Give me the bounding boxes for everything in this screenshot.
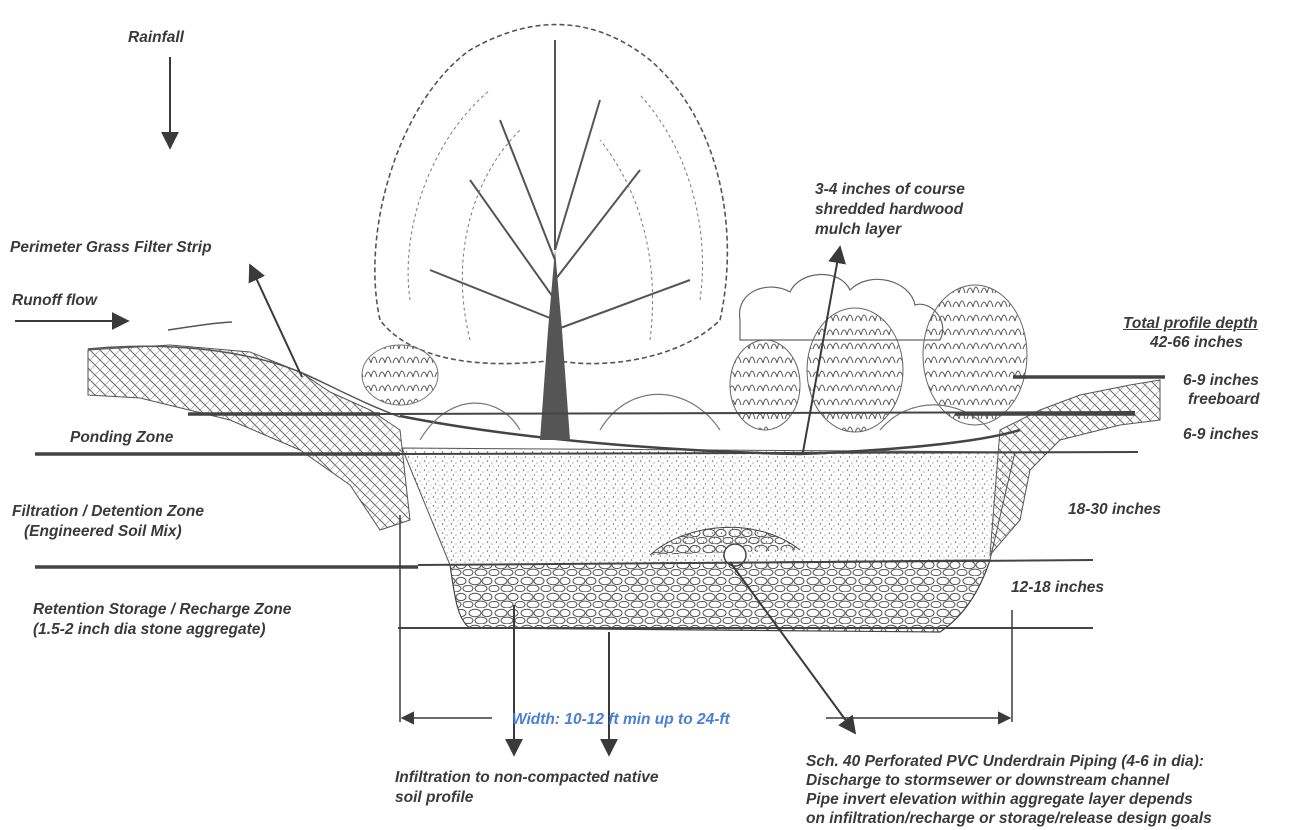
underdrain-label-line4: on infiltration/recharge or storage/rele…	[806, 809, 1212, 828]
underdrain-label-line2: Discharge to stormsewer or downstream ch…	[806, 771, 1170, 790]
filtration-zone-sublabel: (Engineered Soil Mix)	[24, 522, 182, 541]
ponding-depth: 6-9 inches	[1183, 425, 1259, 444]
arrows	[15, 57, 855, 755]
plants-left	[362, 345, 438, 405]
filtration-zone-label: Filtration / Detention Zone	[12, 502, 204, 521]
total-depth-title: Total profile depth	[1123, 314, 1258, 333]
underdrain-label-line3: Pipe invert elevation within aggregate l…	[806, 790, 1193, 809]
mulch-label-line3: mulch layer	[815, 220, 901, 239]
runoff-label: Runoff flow	[12, 291, 97, 310]
mulch-label-line2: shredded hardwood	[815, 200, 963, 219]
mulch-label-line1: 3-4 inches of course	[815, 180, 965, 199]
total-depth-value: 42-66 inches	[1150, 333, 1243, 352]
freeboard-label: freeboard	[1188, 390, 1260, 409]
width-label: Width: 10-12 ft min up to 24-ft	[512, 710, 730, 729]
stone-aggregate	[450, 560, 990, 632]
underdrain-label-line1: Sch. 40 Perforated PVC Underdrain Piping…	[806, 752, 1204, 771]
right-bank	[990, 380, 1160, 555]
filtration-depth: 18-30 inches	[1068, 500, 1161, 519]
infiltration-label-line1: Infiltration to non-compacted native	[395, 768, 659, 787]
retention-zone-sublabel: (1.5-2 inch dia stone aggregate)	[33, 620, 266, 639]
freeboard-depth: 6-9 inches	[1183, 371, 1259, 390]
infiltration-label-line2: soil profile	[395, 788, 473, 807]
shrub-3	[923, 285, 1027, 425]
ponding-zone-label: Ponding Zone	[70, 428, 173, 447]
retention-depth: 12-18 inches	[1011, 578, 1104, 597]
rainfall-label: Rainfall	[128, 28, 184, 47]
shrub-1	[730, 340, 800, 430]
retention-zone-label: Retention Storage / Recharge Zone	[33, 600, 291, 619]
grass-strip-label: Perimeter Grass Filter Strip	[10, 238, 212, 257]
tree-branches	[430, 40, 690, 330]
